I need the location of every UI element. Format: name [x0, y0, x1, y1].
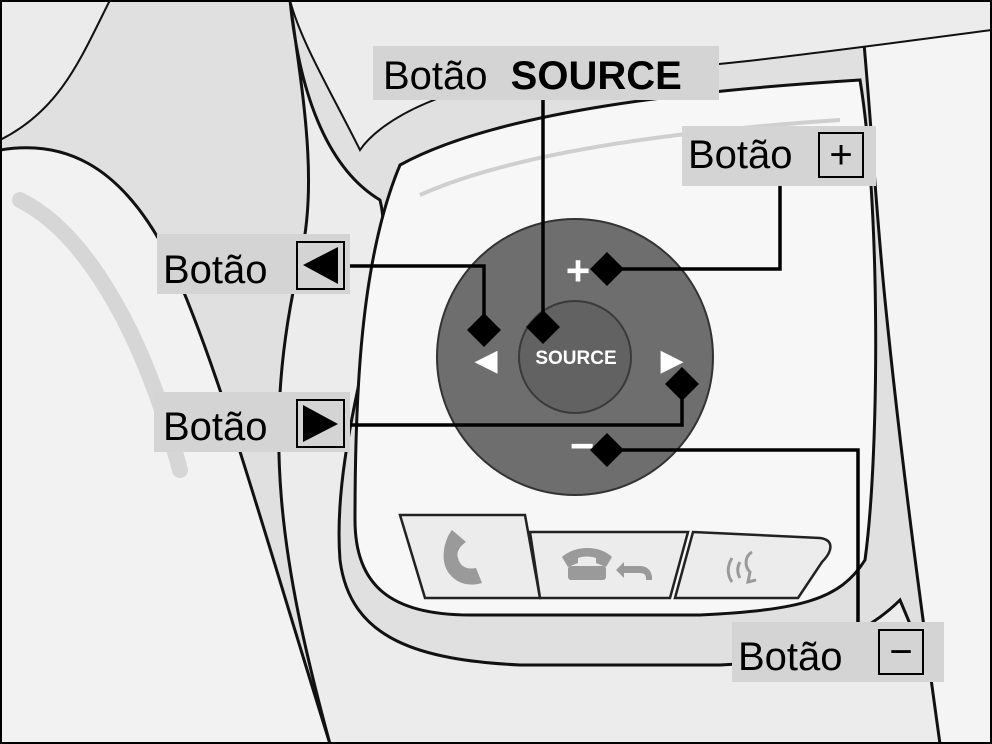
callout-source-prefix: Botão: [383, 54, 488, 98]
marker-diamonds: [467, 252, 699, 467]
callout-minus-keycap: [878, 629, 924, 675]
callout-plus-symbol: +: [829, 133, 852, 177]
callout-minus: Botão −: [732, 622, 944, 682]
voice-command-icon: [726, 550, 757, 585]
phone-hangup-back-icon: [562, 548, 652, 580]
callout-right-keycap: [296, 399, 345, 448]
left-arrow-button[interactable]: ◀: [474, 344, 497, 377]
callout-plus-prefix: Botão: [688, 133, 793, 177]
phone-pickup-icon: [443, 530, 482, 585]
callout-left: Botão: [157, 234, 350, 294]
wheel-rim-left-top: [0, 0, 112, 142]
callout-plus: Botão +: [682, 126, 876, 186]
right-arrow-button[interactable]: ▶: [660, 344, 683, 377]
callout-left-arrow-icon: [303, 247, 338, 284]
callout-source-bold: SOURCE: [511, 54, 682, 98]
callout-minus-prefix: Botão: [738, 635, 843, 679]
svg-text:Botão SOURCE: Botão SOURCE: [383, 54, 682, 98]
callout-plus-keycap: [818, 132, 864, 178]
callout-right: Botão: [154, 392, 350, 452]
callout-left-prefix: Botão: [163, 248, 268, 292]
minus-button[interactable]: −: [570, 422, 595, 469]
plus-button[interactable]: +: [566, 247, 591, 294]
voice-command-button[interactable]: [673, 530, 832, 600]
phone-hangup-button[interactable]: [528, 530, 690, 600]
phone-pickup-button[interactable]: [398, 513, 542, 600]
callout-right-prefix: Botão: [163, 405, 268, 449]
control-panel-bevel: [419, 118, 841, 197]
callout-right-arrow-icon: [303, 405, 338, 442]
source-button-label: SOURCE: [535, 348, 616, 369]
callout-source: Botão SOURCE: [373, 46, 719, 100]
callout-minus-symbol: −: [889, 630, 912, 674]
callout-left-keycap: [296, 241, 345, 290]
